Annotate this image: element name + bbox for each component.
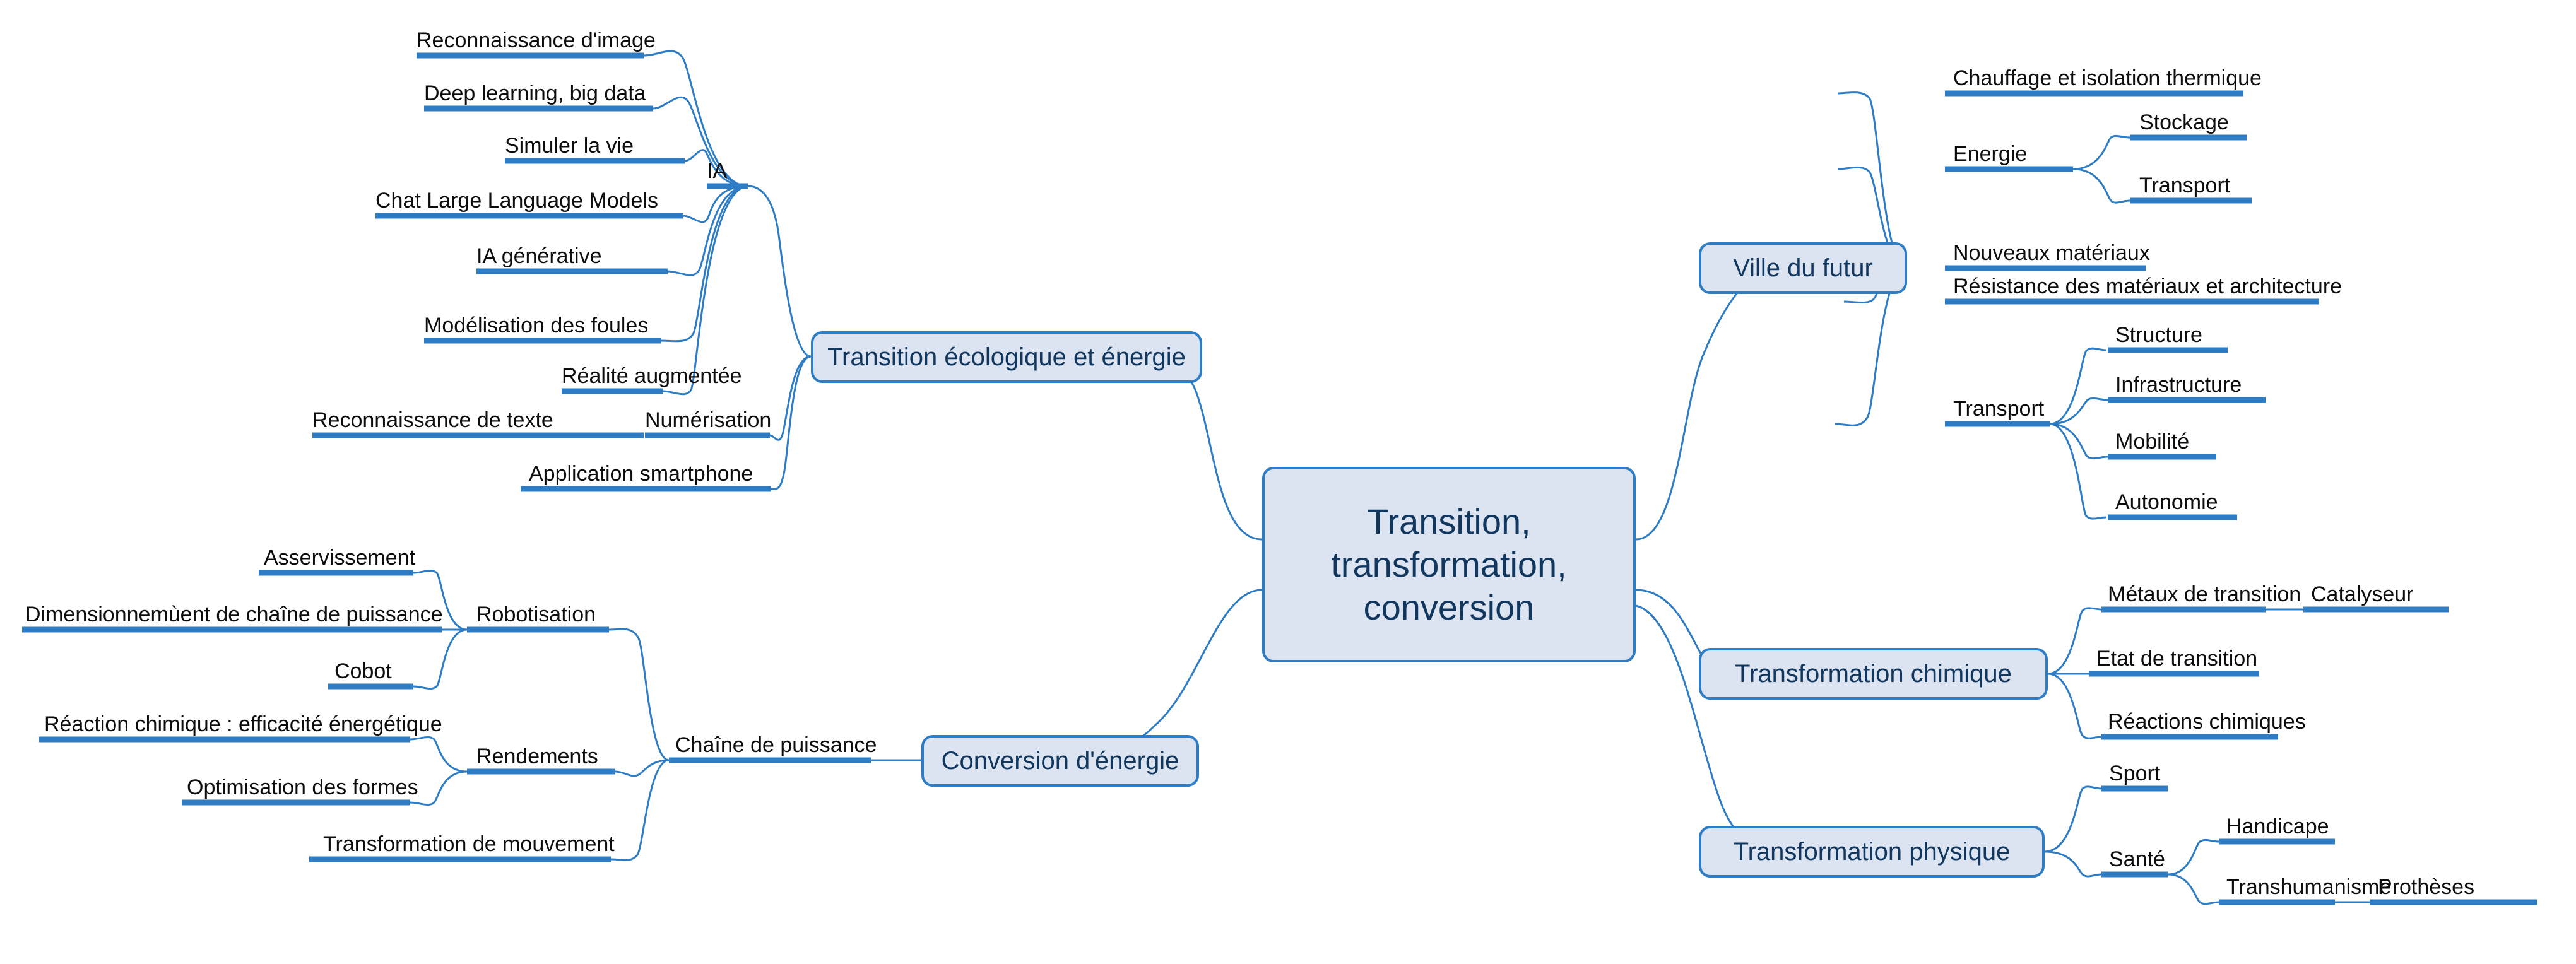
node-transhumanisme[interactable]: Transhumanisme xyxy=(2226,875,2392,899)
node-ia[interactable]: IA xyxy=(707,159,728,183)
node-rendements[interactable]: Rendements xyxy=(476,744,598,768)
leaf-autonomie[interactable]: Autonomie xyxy=(2115,490,2218,514)
node-chaine-de-puissance[interactable]: Chaîne de puissance xyxy=(675,733,877,757)
leaf-application-smartphone[interactable]: Application smartphone xyxy=(529,462,753,486)
leaf-catalyseur[interactable]: Catalyseur xyxy=(2311,582,2414,606)
leaf-simuler-la-vie[interactable]: Simuler la vie xyxy=(505,134,634,158)
leaf-transport-energie[interactable]: Transport xyxy=(2139,173,2231,197)
node-metaux-de-transition[interactable]: Métaux de transition xyxy=(2108,582,2301,606)
leaf-mobilite[interactable]: Mobilité xyxy=(2115,430,2190,454)
leaf-optimisation-formes[interactable]: Optimisation des formes xyxy=(187,775,418,799)
leaf-chauffage-isolation[interactable]: Chauffage et isolation thermique xyxy=(1953,66,2262,90)
leaf-asservissement[interactable]: Asservissement xyxy=(264,546,415,570)
leaf-infrastructure[interactable]: Infrastructure xyxy=(2115,373,2242,397)
branch-underlines xyxy=(22,52,2537,905)
leaf-modelisation-foules[interactable]: Modélisation des foules xyxy=(424,314,649,338)
branch-node-transformation-physique[interactable]: Transformation physique xyxy=(1699,826,2045,878)
branch-node-ville-du-futur[interactable]: Ville du futur xyxy=(1699,242,1907,294)
leaf-sport[interactable]: Sport xyxy=(2109,761,2161,785)
leaf-protheses[interactable]: Prothèses xyxy=(2378,875,2475,899)
branch-node-transformation-chimique[interactable]: Transformation chimique xyxy=(1699,648,2048,700)
leaf-resistance-materiaux[interactable]: Résistance des matériaux et architecture xyxy=(1953,274,2343,298)
leaf-structure[interactable]: Structure xyxy=(2115,323,2202,347)
center-node-label: Transition,transformation,conversion xyxy=(1331,501,1567,628)
connector-curves xyxy=(410,50,2370,905)
leaf-reactions-chimiques[interactable]: Réactions chimiques xyxy=(2108,710,2306,734)
leaf-deep-learning[interactable]: Deep learning, big data xyxy=(424,81,646,105)
leaf-reconnaissance-image[interactable]: Reconnaissance d'image xyxy=(417,28,656,52)
center-node[interactable]: Transition,transformation,conversion xyxy=(1262,467,1636,662)
branch-node-label: Conversion d'énergie xyxy=(941,746,1179,775)
branch-node-label: Transformation physique xyxy=(1733,837,2011,866)
leaf-reaction-chimique-efficacite[interactable]: Réaction chimique : efficacité énergétiq… xyxy=(44,712,442,736)
leaf-chat-llm[interactable]: Chat Large Language Models xyxy=(375,189,658,213)
node-energie[interactable]: Energie xyxy=(1953,142,2028,166)
leaf-nouveaux-materiaux[interactable]: Nouveaux matériaux xyxy=(1953,241,2150,265)
leaf-dimensionnement-chaine[interactable]: Dimensionnemùent de chaîne de puissance xyxy=(25,602,443,626)
node-transport[interactable]: Transport xyxy=(1953,397,2045,421)
branch-node-label: Transition écologique et énergie xyxy=(827,343,1186,371)
leaf-realite-augmentee[interactable]: Réalité augmentée xyxy=(562,364,742,388)
node-robotisation[interactable]: Robotisation xyxy=(476,602,596,626)
branch-node-transition-ecologique[interactable]: Transition écologique et énergie xyxy=(811,331,1202,383)
node-numerisation[interactable]: Numérisation xyxy=(645,408,772,432)
leaf-handicape[interactable]: Handicape xyxy=(2226,814,2329,838)
leaf-ia-generative[interactable]: IA générative xyxy=(476,244,602,268)
leaf-transformation-mouvement[interactable]: Transformation de mouvement xyxy=(323,832,615,856)
leaf-cobot[interactable]: Cobot xyxy=(334,659,392,683)
branch-node-label: Transformation chimique xyxy=(1735,659,2012,688)
node-sante[interactable]: Santé xyxy=(2109,847,2165,871)
leaf-etat-de-transition[interactable]: Etat de transition xyxy=(2096,647,2258,671)
branch-node-conversion-energie[interactable]: Conversion d'énergie xyxy=(921,735,1199,787)
leaf-reconnaissance-texte[interactable]: Reconnaissance de texte xyxy=(312,408,553,432)
branch-node-label: Ville du futur xyxy=(1733,254,1873,282)
leaf-stockage[interactable]: Stockage xyxy=(2139,110,2229,134)
